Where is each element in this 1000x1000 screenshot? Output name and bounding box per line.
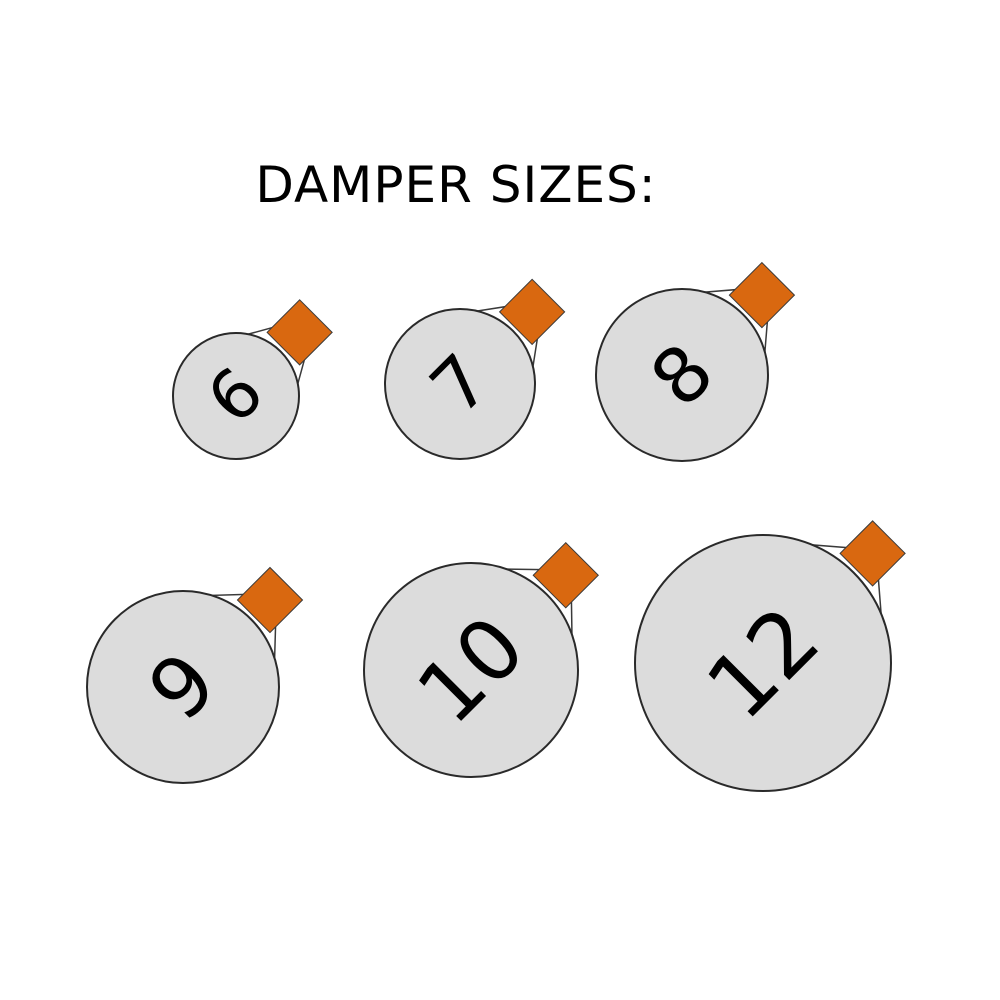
- damper-7: 7: [384, 278, 566, 460]
- handle-10: [532, 542, 599, 609]
- damper-8: 8: [595, 261, 796, 462]
- disc-10: [363, 562, 579, 778]
- damper-10: 10: [363, 542, 599, 778]
- disc-12: [634, 534, 892, 792]
- damper-12: 12: [634, 520, 906, 792]
- disc-9: [86, 590, 280, 784]
- disc-7: [384, 308, 536, 460]
- disc-6: [172, 332, 300, 460]
- damper-6: 6: [172, 299, 333, 460]
- handle-6: [266, 299, 333, 366]
- handle-7: [498, 278, 566, 346]
- handle-12: [839, 520, 906, 587]
- disc-8: [595, 288, 769, 462]
- handle-8: [728, 261, 796, 329]
- page-title: DAMPER SIZES:: [255, 156, 657, 214]
- handle-9: [236, 566, 304, 634]
- damper-9: 9: [86, 566, 304, 784]
